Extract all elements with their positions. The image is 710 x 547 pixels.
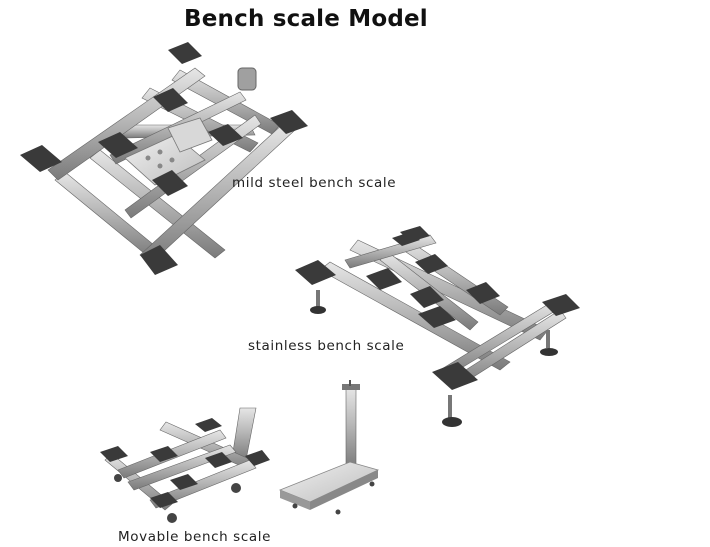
caption-mild-steel: mild steel bench scale (232, 175, 397, 191)
page-title: Bench scale Model (184, 6, 428, 32)
stainless-bench-scale-image (295, 226, 580, 427)
caption-stainless: stainless bench scale (248, 338, 405, 354)
movable-bench-scale-image (100, 407, 270, 523)
mild-steel-bench-scale-image (20, 42, 308, 275)
platform-column-scale-image (278, 380, 380, 515)
caption-movable: Movable bench scale (118, 529, 271, 545)
